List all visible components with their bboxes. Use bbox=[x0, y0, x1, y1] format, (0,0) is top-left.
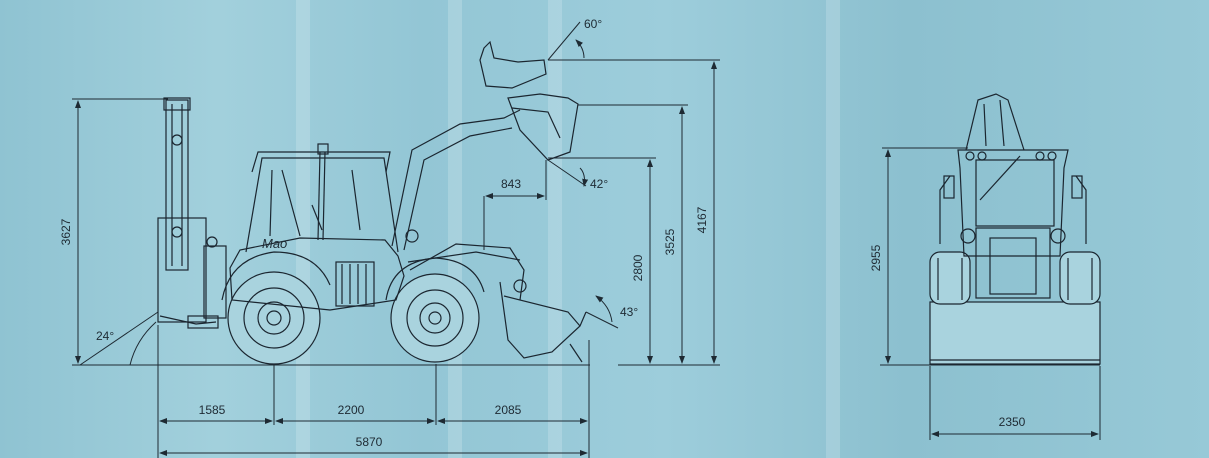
dim-front-height: 2955 bbox=[869, 244, 883, 271]
angle-dump: 42° bbox=[590, 177, 608, 191]
light-stripe bbox=[548, 0, 562, 458]
raised-bucket-positions bbox=[479, 40, 579, 161]
light-stripe bbox=[826, 0, 840, 458]
angle-bucket-rollback: 43° bbox=[620, 305, 638, 319]
side-view-dimensions: 3627 24° 1585 2200 2085 5870 843 2800 35… bbox=[59, 17, 720, 458]
dim-pin-height: 3525 bbox=[663, 228, 677, 255]
dim-front-overhang: 2085 bbox=[495, 403, 522, 417]
dim-dump-reach: 843 bbox=[501, 177, 521, 191]
dim-dump-height: 2800 bbox=[631, 254, 645, 281]
front-view-dimensions: 2955 2350 bbox=[869, 147, 1101, 440]
dim-rear-overhang: 1585 bbox=[199, 403, 226, 417]
dim-overall-length: 5870 bbox=[356, 435, 383, 449]
cab bbox=[245, 143, 399, 253]
dim-max-height: 4167 bbox=[695, 206, 709, 233]
front-wheel bbox=[390, 273, 480, 363]
rear-wheel bbox=[227, 271, 321, 365]
angle-rear-departure: 24° bbox=[96, 329, 114, 343]
side-view-machine: Mao bbox=[72, 40, 720, 366]
backhoe-arm bbox=[157, 97, 227, 329]
angle-max-dump: 60° bbox=[584, 17, 602, 31]
svg-text:Mao: Mao bbox=[262, 236, 287, 251]
front-view-machine bbox=[880, 93, 1101, 366]
loader-arm bbox=[391, 109, 587, 363]
dim-wheelbase: 2200 bbox=[338, 403, 365, 417]
dim-backhoe-height: 3627 bbox=[59, 218, 73, 245]
dim-front-width: 2350 bbox=[999, 415, 1026, 429]
